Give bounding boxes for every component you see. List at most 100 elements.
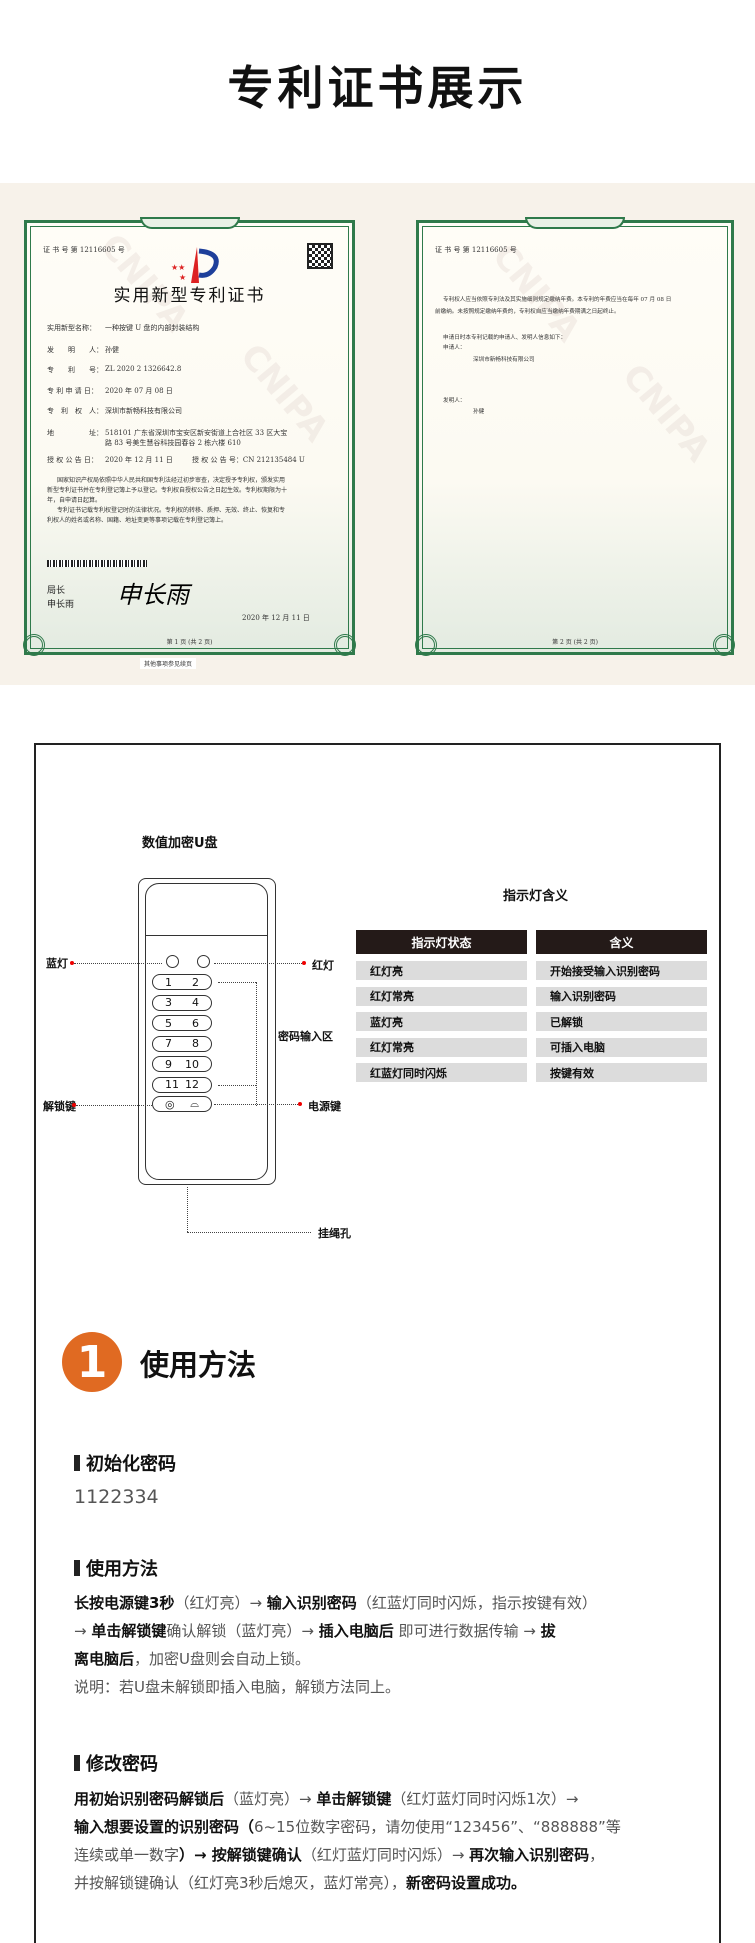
- emphasis-text: 新密码设置成功。: [406, 1874, 527, 1892]
- barcode: [47, 560, 147, 567]
- blue-light-indicator: [166, 955, 179, 968]
- keypad-key-row: 9 10: [152, 1056, 212, 1072]
- table-cell-meaning: 可插入电脑: [536, 1037, 707, 1057]
- red-light-indicator: [197, 955, 210, 968]
- director-name: 申长雨: [47, 600, 75, 610]
- emphasis-text: 输入想要设置的识别密码（: [74, 1818, 255, 1836]
- svg-text:★★: ★★: [171, 263, 185, 272]
- paragraph-line: 长按电源键3秒（红灯亮）→ 输入识别密码（红蓝灯同时闪烁，指示按键有效）: [74, 1589, 704, 1617]
- cert-field-label: 发 明 人：: [47, 346, 103, 354]
- emphasis-text: 再次输入识别密码: [469, 1846, 590, 1864]
- table-header-meaning: 含义: [536, 930, 707, 954]
- unlock-power-key-row[interactable]: ◎⌓: [152, 1096, 212, 1112]
- indicator-table-title: 指示灯含义: [503, 889, 569, 904]
- init-password-value: 1122334: [74, 1486, 159, 1508]
- paragraph-line: 并按解锁键确认（红灯亮3秒后熄灭，蓝灯常亮），新密码设置成功。: [74, 1869, 704, 1897]
- cert-field-value: 路 83 号美生慧谷科技园春谷 2 栋六楼 610: [105, 439, 241, 447]
- text-segment: 说明：若U盘未解锁即插入电脑，解锁方法同上。: [74, 1678, 400, 1696]
- director-title: 局长: [47, 586, 66, 596]
- text-segment: 6~15位数字密码，请勿使用“123456”、“888888”等: [254, 1818, 621, 1836]
- announce-number: 授 权 公 告 号：CN 212135484 U: [192, 456, 305, 464]
- watermark: CNIPA: [614, 356, 719, 470]
- section-bar-icon: [74, 1455, 80, 1471]
- paragraph-line: 用初始识别密码解锁后（蓝灯亮）→ 单击解锁键（红灯蓝灯同时闪烁1次）→: [74, 1785, 704, 1813]
- keypad-key[interactable]: 3: [165, 996, 172, 1009]
- keypad-key[interactable]: 7: [165, 1037, 172, 1050]
- power-key-icon[interactable]: ⌓: [190, 1097, 199, 1110]
- table-cell-state: 红蓝灯同时闪烁: [356, 1063, 527, 1082]
- red-light-label: 红灯: [312, 959, 334, 972]
- unlock-key-label: 解锁键: [43, 1100, 76, 1113]
- keypad-key[interactable]: 12: [185, 1078, 199, 1091]
- text-segment: 确认解锁（蓝灯亮）→: [166, 1622, 319, 1640]
- lanyard-hole-label: 挂绳孔: [318, 1227, 351, 1240]
- cert-body-text: 年，自申请日起算。: [47, 497, 102, 504]
- inventor-label: 发明人：: [443, 398, 466, 404]
- change-password-paragraph: 用初始识别密码解锁后（蓝灯亮）→ 单击解锁键（红灯蓝灯同时闪烁1次）→输入想要设…: [74, 1785, 704, 1897]
- keypad-key[interactable]: 8: [192, 1037, 199, 1050]
- change-password-heading: 修改密码: [86, 1754, 158, 1775]
- emphasis-text: 插入电脑后: [318, 1622, 394, 1640]
- table-cell-meaning: 开始接受输入识别密码: [536, 961, 707, 980]
- cert-body-text: 申请日时本专利记载的申请人、发明人信息如下：: [443, 335, 567, 341]
- cert-field-value: 深圳市新畅科技有限公司: [105, 407, 182, 415]
- cnipa-logo-icon: ★★★: [171, 247, 219, 283]
- keypad-key[interactable]: 2: [192, 975, 199, 989]
- keypad-label: 密码输入区: [278, 1030, 333, 1043]
- emphasis-text: 单击解锁键: [91, 1622, 167, 1640]
- emphasis-text: 输入识别密码: [266, 1594, 357, 1612]
- content-frame: [34, 743, 721, 1943]
- cert-field-value: ZL 2020 2 1326642.8: [105, 365, 182, 373]
- text-segment: （红灯蓝灯同时闪烁1次）→: [391, 1790, 579, 1808]
- applicant: 深圳市新畅科技有限公司: [473, 357, 535, 363]
- emphasis-text: 单击解锁键: [316, 1790, 392, 1808]
- keypad-key[interactable]: 4: [192, 996, 199, 1009]
- emphasis-text: 长按电源键3秒: [74, 1594, 175, 1612]
- text-segment: （蓝灯亮）→: [224, 1790, 317, 1808]
- keypad-key[interactable]: 11: [165, 1078, 179, 1091]
- cert-field-label: 实用新型名称：: [47, 324, 96, 332]
- keypad-key[interactable]: 1: [165, 975, 172, 989]
- emphasis-text: 离电脑后: [74, 1650, 135, 1668]
- keypad-key[interactable]: 6: [192, 1016, 199, 1030]
- grant-date: 2020 年 12 月 11 日: [242, 614, 310, 622]
- section-bar-icon: [74, 1560, 80, 1576]
- keypad-key[interactable]: 5: [165, 1016, 172, 1030]
- table-cell-state: 红灯常亮: [356, 986, 527, 1006]
- paragraph-line: 输入想要设置的识别密码（6~15位数字密码，请勿使用“123456”、“8888…: [74, 1813, 704, 1841]
- qr-code: [307, 243, 333, 269]
- cert-body-text: 新型专利证书并在专利登记簿上予以登记。专利权自授权公告之日起生效。专利权期限为十: [47, 487, 288, 494]
- blue-light-label: 蓝灯: [46, 957, 68, 970]
- table-header-state: 指示灯状态: [356, 930, 527, 954]
- method-paragraph: 长按电源键3秒（红灯亮）→ 输入识别密码（红蓝灯同时闪烁，指示按键有效） → 单…: [74, 1589, 704, 1701]
- certificate-title: 实用新型专利证书: [113, 286, 266, 306]
- certificate-section: CNIPA CNIPA 证 书 号 第 12116605 号 ★★★ 实用新型专…: [0, 183, 755, 685]
- inventor: 孙健: [473, 409, 485, 415]
- cert-body-text: 专利证书记载专利权登记时的法律状况。专利权的转移、质押、无效、终止、恢复和专: [57, 507, 286, 514]
- keypad-key[interactable]: 9: [165, 1057, 172, 1071]
- text-segment: →: [74, 1622, 92, 1640]
- table-cell-meaning: 按键有效: [536, 1063, 707, 1082]
- keypad-key[interactable]: 10: [185, 1057, 199, 1071]
- page-number: 第 2 页 (共 2 页): [552, 639, 598, 646]
- paragraph-line: 连续或单一数字）→ 按解锁键确认（红灯蓝灯同时闪烁）→ 再次输入识别密码，: [74, 1841, 704, 1869]
- text-segment: （红蓝灯同时闪烁，指示按键有效）: [356, 1594, 597, 1612]
- usb-drive-outline: [138, 878, 276, 1185]
- init-password-heading: 初始化密码: [86, 1454, 176, 1475]
- text-segment: （红灯蓝灯同时闪烁）→: [301, 1846, 470, 1864]
- table-cell-state: 红灯常亮: [356, 1037, 527, 1057]
- unlock-key-icon[interactable]: ◎: [165, 1097, 175, 1111]
- cert-body-text: 前缴纳。未按照规定缴纳年费的，专利权自应当缴纳年费期满之日起终止。: [435, 309, 620, 315]
- step-number-badge: 1: [62, 1332, 122, 1392]
- cert-field-value: 一种按键 U 盘的内部封装结构: [105, 324, 200, 332]
- cert-footnote: 其他事项参见续页: [140, 658, 197, 669]
- paragraph-line: 离电脑后，加密U盘则会自动上锁。: [74, 1645, 704, 1673]
- paragraph-line: → 单击解锁键确认解锁（蓝灯亮）→ 插入电脑后 即可进行数据传输 → 拔: [74, 1617, 704, 1645]
- page-number: 第 1 页 (共 2 页): [166, 639, 213, 646]
- svg-text:★: ★: [179, 273, 186, 282]
- patent-certificate-back: CNIPA CNIPA 证 书 号 第 12116605 号 专利权人应当依照专…: [415, 217, 735, 656]
